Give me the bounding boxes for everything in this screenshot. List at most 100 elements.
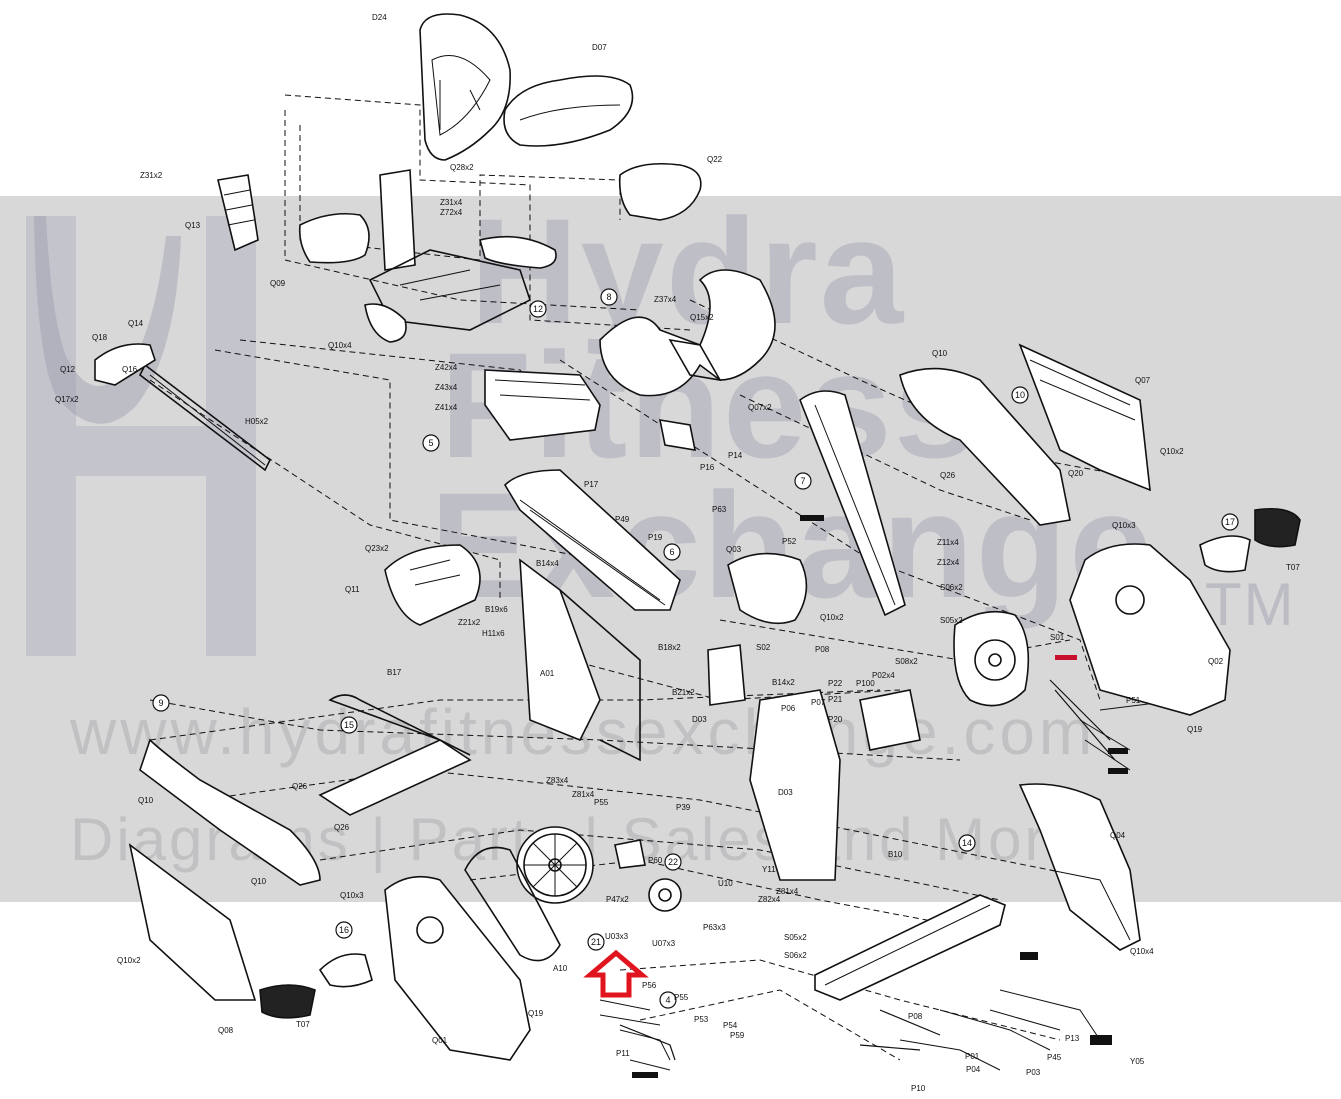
callout-number: 10 (1015, 390, 1025, 400)
part-label: D03 (778, 788, 793, 797)
callout-circle (152, 694, 170, 712)
part-label: S06x2 (784, 951, 807, 960)
part-label: S05x2 (784, 933, 807, 942)
callout-number: 17 (1225, 517, 1235, 527)
part-label: Z31x4 (440, 198, 463, 207)
part-label: Q09 (270, 279, 286, 288)
part-label: Z72x4 (440, 208, 463, 217)
part-label: Q26 (940, 471, 956, 480)
callout-circle (958, 834, 976, 852)
console-mast (799, 390, 906, 617)
part-label: P49 (615, 515, 630, 524)
connector-block-4 (1108, 768, 1128, 774)
part-label: Q04 (1110, 831, 1126, 840)
part-label: P14 (728, 451, 743, 460)
callout-circle (794, 472, 812, 490)
part-label: B14x4 (536, 559, 559, 568)
part-label: Z81x4 (572, 790, 595, 799)
connector-block-7 (1055, 655, 1077, 660)
part-label: B18x2 (658, 643, 681, 652)
part-label: P02x4 (872, 671, 895, 680)
part-label: Z83x4 (546, 776, 569, 785)
part-label: Q26 (292, 782, 308, 791)
callout-number: 21 (591, 937, 601, 947)
part-label: P17 (584, 480, 599, 489)
part-label: U10 (718, 879, 733, 888)
part-label: P07 (811, 698, 826, 707)
part-label: Z43x4 (435, 383, 458, 392)
callout-number: 22 (668, 857, 678, 867)
part-label: B17 (387, 668, 402, 677)
rear-upright-shroud (1018, 783, 1141, 951)
motor-assembly (749, 689, 921, 881)
part-label: Q10x2 (117, 956, 141, 965)
part-label: H05x2 (245, 417, 269, 426)
part-label: Q26 (334, 823, 350, 832)
seat-back-cushion (419, 13, 511, 161)
front-shroud-left (128, 738, 321, 1001)
part-label: Z81x4 (776, 887, 799, 896)
part-label: P20 (828, 715, 843, 724)
pulley (648, 878, 682, 912)
callout-number: 14 (962, 838, 972, 848)
front-stabilizer (318, 694, 472, 816)
part-label: Q10x2 (1160, 447, 1184, 456)
callout-circle (663, 543, 681, 561)
part-label: P11 (616, 1049, 630, 1058)
callout-number: 9 (158, 698, 163, 708)
handlebar (599, 269, 776, 451)
part-label: P100 (856, 679, 875, 688)
part-label: Q13 (185, 221, 201, 230)
part-label: D24 (372, 13, 387, 22)
part-label: P06 (781, 704, 796, 713)
part-label: P03 (1026, 1068, 1041, 1077)
part-label: P55 (594, 798, 609, 807)
part-label: P04 (966, 1065, 981, 1074)
part-label: P01 (965, 1052, 980, 1061)
callout-circle (529, 300, 547, 318)
connector-block-1 (1090, 1035, 1112, 1045)
part-label: S02 (756, 643, 771, 652)
parts-drawings (94, 13, 1301, 1061)
part-label: Y11 (762, 865, 776, 874)
part-label: P63 (712, 505, 727, 514)
part-labels: D24D07Q22Z31x2Q13Q09Q28x2Z31x4Z72x4Q10x4… (55, 13, 1300, 1093)
part-label: B14x2 (772, 678, 795, 687)
part-label: Q10x3 (340, 891, 364, 900)
part-label: P52 (782, 537, 797, 546)
seat-side-cover (298, 212, 370, 264)
part-label: Q17x2 (55, 395, 79, 404)
callout-number: 7 (800, 476, 805, 486)
flywheel-housing (953, 610, 1030, 707)
part-label: Q16 (122, 365, 138, 374)
part-label: P10 (911, 1084, 926, 1093)
part-label: Q02 (1208, 657, 1224, 666)
part-label: P19 (648, 533, 663, 542)
left-side-cover (384, 875, 531, 1061)
callout-number: 4 (665, 995, 670, 1005)
connector-block-6 (800, 515, 824, 521)
callout-circle (600, 288, 618, 306)
part-label: P59 (730, 1031, 745, 1040)
part-label: Z37x4 (654, 295, 677, 304)
callout-number: 16 (339, 925, 349, 935)
main-beam (503, 469, 681, 762)
part-label: Q10x4 (328, 341, 352, 350)
part-label: P54 (723, 1021, 738, 1030)
part-label: P08 (908, 1012, 923, 1021)
part-label: Z82x4 (758, 895, 781, 904)
seat-slide-rail (94, 343, 272, 472)
callout-circle (664, 853, 682, 871)
part-label: U07x3 (652, 939, 676, 948)
callout-circle (335, 921, 353, 939)
part-label: Q10x3 (1112, 521, 1136, 530)
part-label: Z11x4 (937, 538, 959, 547)
part-label: P56 (642, 981, 657, 990)
part-label: P47x2 (606, 895, 629, 904)
rear-shroud-right (899, 343, 1151, 526)
part-label: Q03 (726, 545, 742, 554)
part-label: Q10 (251, 877, 267, 886)
part-label: H11x6 (482, 629, 505, 638)
